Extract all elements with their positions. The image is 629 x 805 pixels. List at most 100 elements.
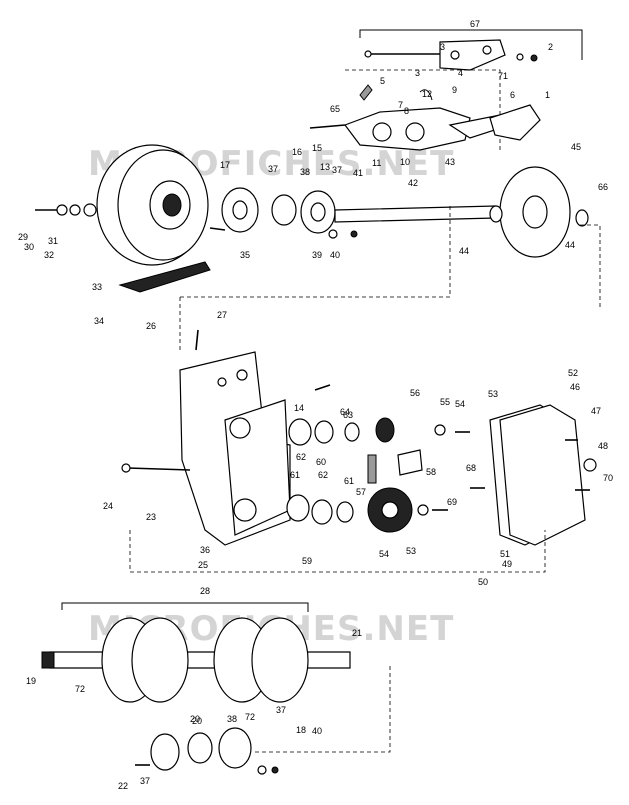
callout-label: 32 [44, 250, 54, 260]
spacer-bore [232, 200, 248, 220]
nut-part [575, 209, 589, 227]
callout-label: 30 [24, 242, 34, 252]
grommet-part [583, 458, 597, 472]
leader-line [580, 224, 601, 310]
callout-label: 27 [217, 310, 227, 320]
spacer-part [344, 422, 360, 442]
callout-label: 10 [400, 157, 410, 167]
chaincase-cover-part [499, 404, 586, 546]
callout-label: 47 [591, 406, 601, 416]
callout-label: 44 [565, 240, 575, 250]
callout-label: 60 [316, 457, 326, 467]
seal-part [311, 499, 333, 525]
assembly-bracket [61, 602, 309, 612]
leader-line [345, 69, 501, 150]
callout-label: 38 [227, 714, 237, 724]
callout-label: 42 [408, 178, 418, 188]
callout-label: 14 [294, 403, 304, 413]
cotter-pin-part [419, 89, 433, 101]
drive-clutch-bore [162, 193, 182, 217]
callout-label: 61 [290, 470, 300, 480]
callout-label: 37 [140, 776, 150, 786]
callout-label: 64 [340, 407, 350, 417]
bolt-hole [450, 50, 460, 60]
callout-label: 35 [240, 250, 250, 260]
spacer-part [336, 501, 354, 523]
shaft-end-part [41, 651, 55, 669]
callout-label: 52 [568, 368, 578, 378]
bolt-hole [482, 45, 492, 55]
washer-part [417, 504, 429, 516]
track-drive-sprocket-part [251, 617, 309, 703]
callout-label: 21 [352, 628, 362, 638]
callout-label: 3 [440, 42, 445, 52]
callout-label: 16 [292, 147, 302, 157]
callout-label: 22 [118, 781, 128, 791]
callout-label: 45 [571, 142, 581, 152]
callout-label: 28 [200, 586, 210, 596]
jackshaft-part [334, 205, 496, 223]
leader-line [255, 665, 391, 753]
bearing-part [187, 732, 213, 764]
bolt-head [364, 50, 372, 58]
callout-label: 20 [192, 716, 202, 726]
washer-part [434, 424, 446, 436]
leader-line [180, 205, 451, 298]
drive-belt-part [118, 261, 211, 293]
callout-label: 5 [380, 76, 385, 86]
track-drive-sprocket-part [131, 617, 189, 703]
callout-label: 53 [488, 389, 498, 399]
callout-label: 63 [343, 410, 353, 420]
callout-label: 31 [48, 236, 58, 246]
bushing-part [405, 122, 425, 142]
bolt-part [127, 467, 191, 471]
washer-part [69, 204, 81, 216]
callout-label: 11 [372, 158, 381, 168]
callout-label: 37 [268, 164, 278, 174]
callout-label: 38 [300, 167, 310, 177]
callout-label: 1 [545, 90, 550, 100]
callout-label: 72 [75, 684, 85, 694]
callout-label: 51 [500, 549, 510, 559]
callout-label: 58 [426, 467, 436, 477]
callout-label: 68 [466, 463, 476, 473]
bolt-head [121, 463, 131, 473]
callout-label: 15 [312, 143, 322, 153]
washer-part [83, 203, 97, 217]
callout-label: 44 [459, 246, 469, 256]
callout-label: 54 [379, 549, 389, 559]
callout-label: 24 [103, 501, 113, 511]
callout-label: 40 [312, 726, 322, 736]
callout-label: 36 [200, 545, 210, 555]
nut-part [350, 230, 358, 238]
mounting-bracket-part [439, 39, 506, 71]
callout-label: 25 [198, 560, 208, 570]
bushing-part [372, 122, 392, 142]
callout-label: 46 [570, 382, 580, 392]
callout-label: 17 [220, 160, 230, 170]
callout-label: 70 [603, 473, 613, 483]
brake-arm-part [489, 104, 541, 141]
chaincase-bore [233, 498, 257, 522]
tensioner-part [397, 449, 423, 476]
callout-label: 19 [26, 676, 36, 686]
callout-label: 6 [510, 90, 515, 100]
washer-part [516, 53, 524, 61]
callout-label: 49 [502, 559, 512, 569]
callout-label: 71 [498, 71, 508, 81]
callout-label: 69 [447, 497, 457, 507]
callout-label: 33 [92, 282, 102, 292]
bearing-part [288, 418, 312, 446]
callout-label: 62 [296, 452, 306, 462]
callout-label: 9 [452, 85, 457, 95]
chain-part [367, 454, 377, 484]
driven-clutch-hub [522, 195, 548, 229]
drain-plug-part [195, 329, 199, 351]
flange-part [150, 733, 180, 771]
callout-label: 13 [320, 162, 330, 172]
callout-label: 2 [548, 42, 553, 52]
callout-label: 41 [353, 168, 363, 178]
callout-label: 37 [332, 165, 342, 175]
